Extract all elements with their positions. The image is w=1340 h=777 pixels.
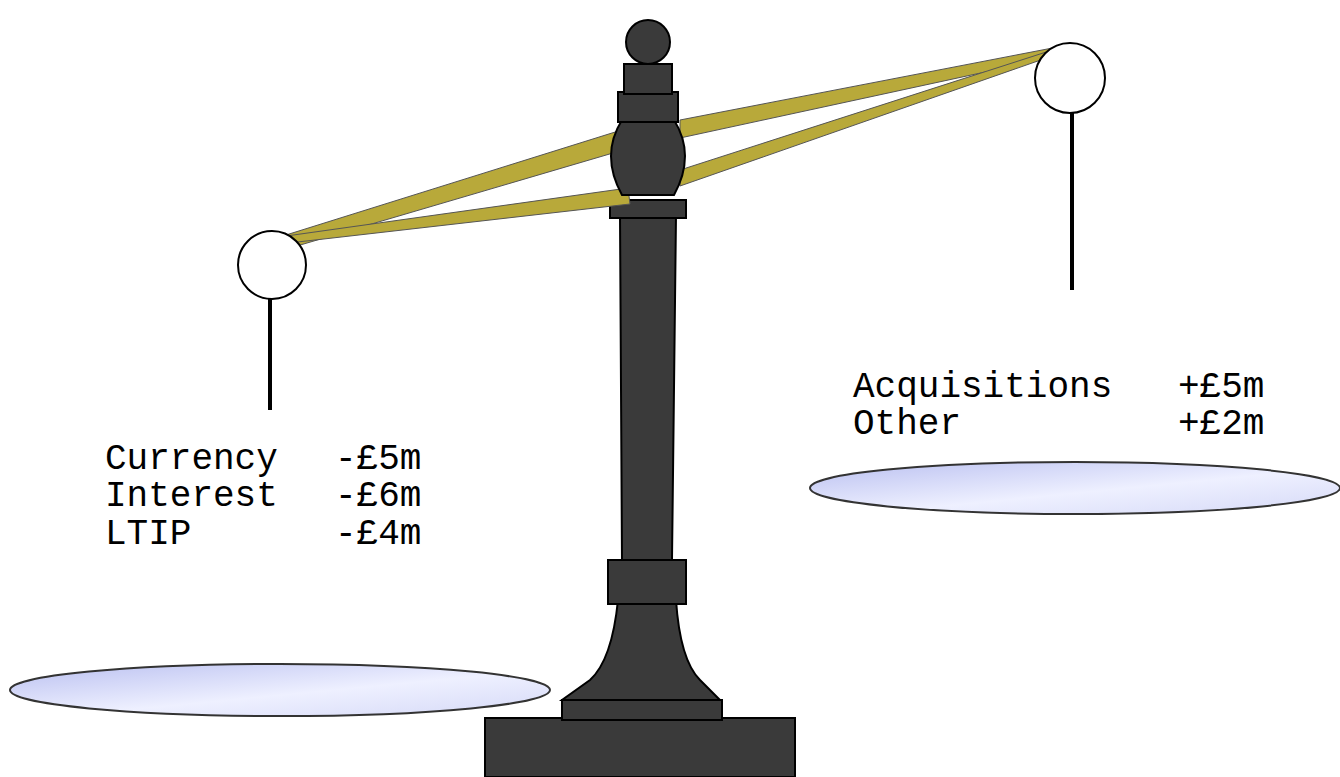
item-name: LTIP bbox=[105, 516, 191, 554]
item-name: Interest bbox=[105, 478, 278, 516]
scale-pan bbox=[10, 664, 550, 716]
scale-head bbox=[611, 120, 685, 195]
scale-foot bbox=[562, 600, 720, 700]
scale-pan bbox=[810, 462, 1340, 514]
scale-beam bbox=[270, 128, 630, 248]
hanger-rod bbox=[1070, 113, 1074, 290]
item-value: -£4m bbox=[335, 516, 421, 554]
scale-beam bbox=[272, 188, 630, 244]
scale-collar bbox=[608, 560, 686, 604]
hanger-rod bbox=[268, 299, 272, 410]
item-name: Other bbox=[853, 406, 961, 444]
scale-neck bbox=[618, 92, 678, 122]
scale-beam bbox=[680, 45, 1068, 186]
item-value: +£5m bbox=[1178, 369, 1264, 407]
scale-neck bbox=[624, 64, 672, 94]
hanger-ring bbox=[1035, 43, 1105, 113]
hanger-ring bbox=[238, 231, 306, 299]
scale-plinth bbox=[562, 700, 722, 720]
item-value: -£6m bbox=[335, 478, 421, 516]
scale-beam bbox=[680, 45, 1068, 138]
scale-post bbox=[620, 215, 676, 560]
item-value: -£5m bbox=[335, 441, 421, 479]
item-name: Acquisitions bbox=[853, 369, 1112, 407]
item-name: Currency bbox=[105, 441, 278, 479]
scale-base bbox=[485, 718, 795, 777]
scale-knob bbox=[626, 20, 670, 64]
item-value: +£2m bbox=[1178, 406, 1264, 444]
